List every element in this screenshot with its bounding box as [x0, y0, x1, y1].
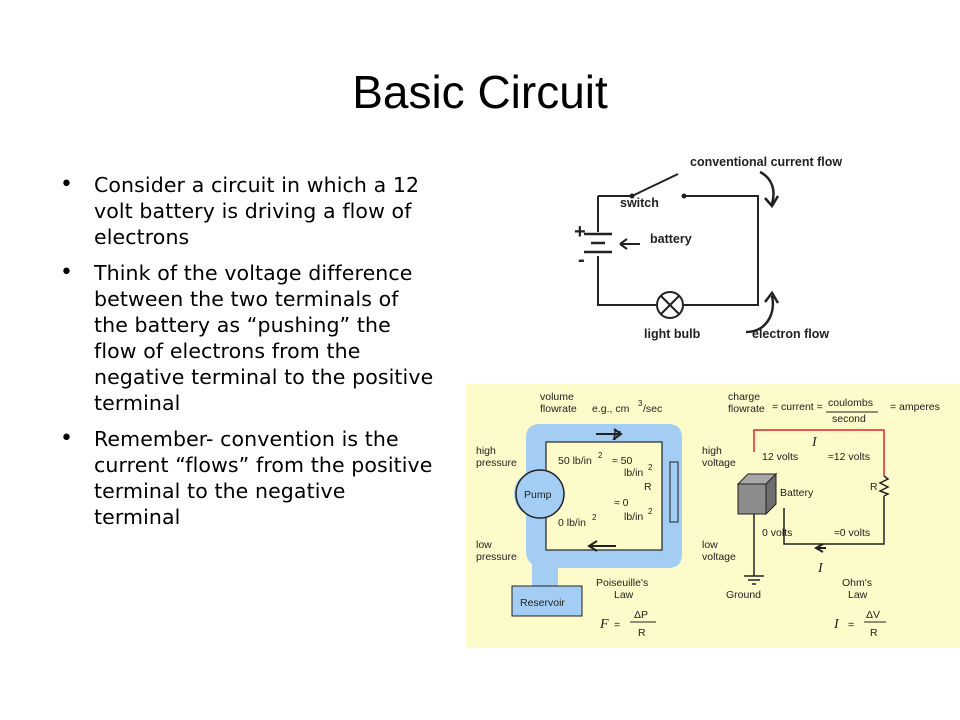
battery-text: Battery	[780, 487, 814, 499]
circuit-schematic: conventional current flow switch battery…	[574, 155, 842, 341]
current-arrow-bottom	[813, 543, 826, 553]
poiseuille-eq-equals: =	[614, 619, 620, 631]
second-label: second	[832, 413, 866, 425]
units-label: e.g., cm	[592, 403, 630, 415]
minus-sign: -	[578, 249, 585, 271]
units-exponent: 3	[638, 399, 643, 408]
approx-0-volts-label: ≈0 volts	[834, 527, 870, 539]
current-symbol-I: I	[811, 435, 818, 450]
ohm-law-label: Ohm's	[842, 577, 872, 589]
bullet-item: Consider a circuit in which a 12 volt ba…	[60, 172, 438, 250]
lbin-label: lb/in	[624, 467, 643, 479]
flow-symbol-F: F	[611, 429, 621, 444]
approx-12-volts-label: ≈12 volts	[828, 451, 870, 463]
ohm-law-label: Law	[848, 589, 868, 601]
light-bulb-label: light bulb	[644, 327, 701, 341]
high-voltage-label: high	[702, 445, 722, 457]
exponent-2: 2	[648, 463, 653, 472]
units-suffix: /sec	[643, 403, 662, 415]
electron-flow-label: electron flow	[752, 327, 829, 341]
right-wire	[684, 195, 759, 306]
reservoir-box	[511, 585, 583, 617]
exponent-2: 2	[648, 507, 653, 516]
switch-label: switch	[620, 196, 659, 210]
water-electric-analogy: volume flowrate e.g., cm 3 /sec F high p…	[466, 384, 960, 648]
ohm-eq-lhs: I	[833, 617, 840, 632]
light-bulb-symbol	[656, 291, 684, 319]
resistor-R-label: R	[870, 481, 878, 493]
poiseuille-eq-denominator: R	[638, 627, 646, 639]
high-pressure-label: pressure	[476, 457, 517, 469]
water-flow-arrow-bottom	[587, 540, 616, 552]
approx-0-label: ≈ 0	[614, 497, 629, 509]
plus-sign: +	[574, 221, 586, 243]
bullet-list: Consider a circuit in which a 12 volt ba…	[60, 172, 438, 540]
ohm-eq-denominator: R	[870, 627, 878, 639]
reservoir-label: Reservoir	[520, 597, 565, 609]
ohm-eq-numerator: ΔV	[866, 609, 880, 621]
low-voltage-label: low	[702, 539, 718, 551]
ohm-eq-equals: =	[848, 619, 854, 631]
low-pressure-label: low	[476, 539, 492, 551]
poiseuille-eq-lhs: F	[599, 617, 609, 632]
pressure-50-label: 50 lb/in	[558, 455, 592, 467]
water-pipe-loop	[514, 424, 682, 588]
electron-flow-arrow	[745, 295, 775, 334]
poiseuille-law-label: Poiseuille's	[596, 577, 648, 589]
amperes-label: = amperes	[890, 401, 940, 413]
bullet-item: Remember- convention is the current “flo…	[60, 426, 438, 530]
current-symbol-I: I	[817, 561, 824, 576]
charge-flowrate-label: flowrate	[728, 403, 765, 415]
switch-pivot	[629, 193, 635, 199]
battery-symbol	[584, 232, 612, 254]
current-equals-label: = current =	[772, 401, 823, 413]
high-pressure-label: high	[476, 445, 496, 457]
electric-wire-loop	[744, 429, 890, 585]
left-wire-bottom	[597, 256, 656, 306]
zero-volts-label: 0 volts	[762, 527, 792, 539]
exponent-2: 2	[592, 513, 597, 522]
resistance-R-label: R	[644, 481, 652, 493]
coulombs-label: coulombs	[828, 397, 873, 409]
switch-lever	[631, 173, 679, 197]
high-voltage-label: voltage	[702, 457, 736, 469]
approx-50-label: ≈ 50	[612, 455, 633, 467]
conventional-current-arrow	[759, 170, 775, 205]
conventional-current-label: conventional current flow	[690, 155, 842, 169]
battery-3d	[736, 472, 778, 516]
pressure-0-label: 0 lb/in	[558, 517, 586, 529]
poiseuille-law-label: Law	[614, 589, 634, 601]
low-pressure-label: pressure	[476, 551, 517, 563]
water-flow-arrow-top	[596, 428, 623, 440]
poiseuille-eq-numerator: ΔP	[634, 609, 648, 621]
ground-label: Ground	[726, 589, 761, 601]
pump-label: Pump	[524, 489, 552, 501]
low-voltage-label: voltage	[702, 551, 736, 563]
volume-flowrate-label: flowrate	[540, 403, 577, 415]
slide-title: Basic Circuit	[352, 66, 608, 118]
bullet-item: Think of the voltage difference between …	[60, 260, 438, 416]
volume-flowrate-label: volume	[540, 391, 574, 403]
lbin-label: lb/in	[624, 511, 643, 523]
battery-label: battery	[650, 232, 692, 246]
twelve-volts-label: 12 volts	[762, 451, 798, 463]
exponent-2: 2	[598, 451, 603, 460]
resistor-symbol	[878, 475, 890, 497]
charge-flowrate-label: charge	[728, 391, 760, 403]
switch-contact	[681, 193, 687, 199]
